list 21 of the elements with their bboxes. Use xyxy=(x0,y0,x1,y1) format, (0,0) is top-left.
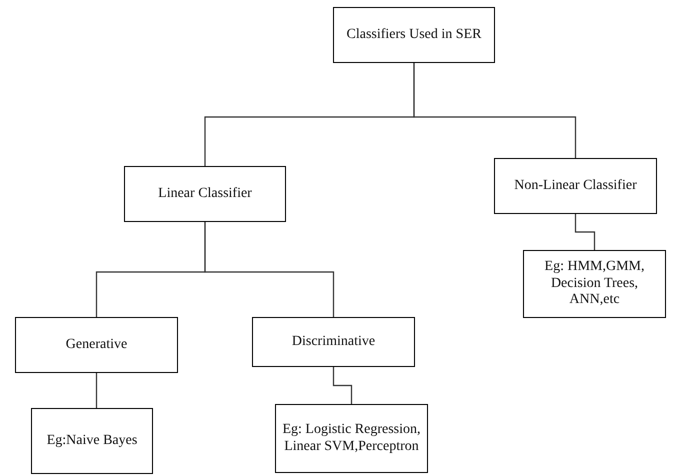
box-label: Classifiers Used in SER xyxy=(346,26,482,44)
connector-line xyxy=(332,367,352,404)
box-label: Non-Linear Classifier xyxy=(514,178,637,194)
classifier-box xyxy=(15,317,178,373)
connector-line xyxy=(204,222,334,317)
box-label: Linear Classifier xyxy=(158,186,252,202)
classifier-box xyxy=(31,408,153,474)
connector-line xyxy=(96,373,98,408)
connector-line xyxy=(413,63,576,158)
box-label: Eg:Naive Bayes xyxy=(46,432,138,450)
box-label: Discriminative xyxy=(292,334,376,350)
classifier-box xyxy=(494,158,657,214)
classifier-box xyxy=(275,404,428,473)
box-label: Eg: Logistic Regression, Linear SVM,Perceptron xyxy=(281,422,422,456)
classifier-box xyxy=(333,7,495,63)
classifier-box xyxy=(252,317,415,367)
box-label: Eg: HMM,GMM, Decision Trees, ANN,etc xyxy=(544,258,646,310)
classifier-box xyxy=(124,166,286,222)
box-label: Generative xyxy=(66,336,128,354)
connector-line xyxy=(574,214,596,250)
classifier-box xyxy=(523,250,666,318)
